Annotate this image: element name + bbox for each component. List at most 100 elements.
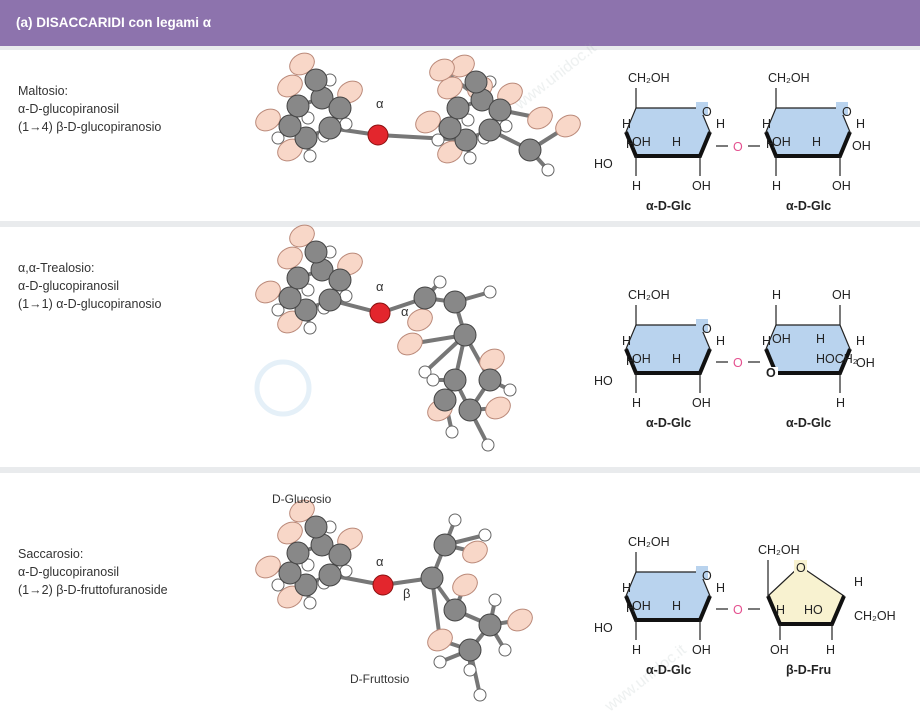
oxygen-atom [289, 224, 315, 248]
hydrogen-atom [481, 438, 495, 452]
hydrogen-atom [426, 373, 440, 387]
oxygen-atom [479, 348, 505, 372]
ch2oh-label: CH₂OH [758, 543, 800, 557]
sucrose-beta-label: β [403, 586, 410, 601]
oxygen-atom [407, 308, 433, 332]
oxygen-atom [415, 110, 441, 134]
carbon-atom [478, 368, 502, 392]
carbon-atom [413, 286, 437, 310]
glycosidic-oxygen-label: O [733, 356, 743, 370]
trehalose-desc-line-2: (1→1) α-D-glucopiranosio [18, 297, 162, 311]
hydrogen-atom [478, 528, 492, 542]
h-label: H [812, 135, 821, 149]
h-label: H [632, 179, 641, 193]
h-label: H [772, 179, 781, 193]
oh-label: OH [832, 179, 851, 193]
carbon-atom [454, 128, 478, 152]
maltose-desc-line-2: (1→4) β-D-glucopiranosio [18, 120, 162, 134]
hydrogen-atom [339, 117, 353, 131]
carbon-atom [294, 573, 318, 597]
oxygen-atom [289, 52, 315, 76]
ring-oxygen-label: O [796, 561, 806, 575]
hydrogen-atom [339, 564, 353, 578]
sucrose-alpha-label: α [376, 554, 384, 569]
carbon-atom [438, 116, 462, 140]
hydrogen-atom [303, 321, 317, 335]
ho-label: HO [804, 603, 823, 617]
watermark-text-bottom: www.unidoc.it [601, 641, 690, 716]
oxygen-atom [289, 499, 315, 523]
ring-oxygen-gap [766, 367, 778, 379]
h-label: H [854, 575, 863, 589]
ring-oxygen-label: O [702, 569, 712, 583]
hydrogen-atom [498, 643, 512, 657]
trehalose-desc-line-1: α-D-glucopiranosil [18, 279, 120, 293]
hydrogen-atom [473, 688, 487, 702]
hydrogen-atom [488, 593, 502, 607]
h-label: H [856, 334, 865, 348]
ring-front-edge [624, 595, 712, 622]
trehalose-ball-stick-model [255, 224, 517, 452]
carbon-atom [464, 70, 488, 94]
header-title: (a) DISACCARIDI con legami α [16, 15, 212, 30]
sugar-name-label: β-D-Fru [786, 663, 831, 677]
ch2oh-label: CH₂OH [854, 609, 896, 623]
trehalose-alpha-label-2: α [401, 304, 409, 319]
oxygen-atom [277, 74, 303, 98]
h-label: H [776, 603, 785, 617]
h-label: H [632, 396, 641, 410]
carbon-atom [478, 118, 502, 142]
carbon-atom [278, 114, 302, 138]
maltose-name: Maltosio: [18, 84, 69, 98]
carbon-atom [318, 288, 342, 312]
oh-label: OH [692, 643, 711, 657]
ring-oxygen-gap [836, 102, 848, 115]
h-label: H [836, 396, 845, 410]
h-label: H [626, 137, 635, 151]
glycosidic-oxygen-atom [367, 124, 389, 146]
oxygen-atom [255, 555, 281, 579]
maltose-desc-line-1: α-D-glucopiranosil [18, 102, 120, 116]
ch2oh-label: CH₂OH [628, 535, 670, 549]
ring-front-edge [764, 348, 852, 375]
ring-front-edge [764, 131, 852, 158]
sugar-name-label: α-D-Glc [786, 199, 831, 213]
glycosidic-oxygen-label: O [733, 140, 743, 154]
oxygen-atom [255, 108, 281, 132]
oxygen-atom [507, 608, 533, 632]
oxygen-atom [255, 280, 281, 304]
glycosidic-oxygen-atom [369, 302, 391, 324]
oh-label: OH [632, 599, 651, 613]
glycosidic-oxygen-atom [372, 574, 394, 596]
ring-oxygen-gap [794, 560, 807, 573]
carbon-atom [304, 240, 328, 264]
ring-oxygen-label: O [702, 105, 712, 119]
maltose-alpha-label: α [376, 96, 384, 111]
hydrogen-atom [303, 596, 317, 610]
carbon-atom [318, 116, 342, 140]
carbon-atom [458, 398, 482, 422]
oh-label: OH [692, 396, 711, 410]
hoch2-label: HOCH₂ [816, 352, 858, 366]
carbon-atom [433, 533, 457, 557]
oh-label: OH [772, 135, 791, 149]
fructose-model-name: D-Fruttosio [350, 672, 410, 686]
header-bar: (a) DISACCARIDI con legami α [0, 0, 920, 46]
hydrogen-atom [448, 513, 462, 527]
h-label: H [632, 643, 641, 657]
h-label: H [772, 288, 781, 302]
ring-oxygen-label: O [702, 322, 712, 336]
carbon-atom [453, 323, 477, 347]
hydrogen-atom [418, 365, 432, 379]
sugar-name-label: α-D-Glc [786, 416, 831, 430]
oxygen-atom [277, 246, 303, 270]
oh-label: OH [832, 288, 851, 302]
oh-label: OH [632, 352, 651, 366]
sucrose-ball-stick-model [255, 499, 533, 702]
hydrogen-atom [339, 289, 353, 303]
h-label: H [826, 643, 835, 657]
carbon-atom [420, 566, 444, 590]
hydrogen-atom [431, 133, 445, 147]
